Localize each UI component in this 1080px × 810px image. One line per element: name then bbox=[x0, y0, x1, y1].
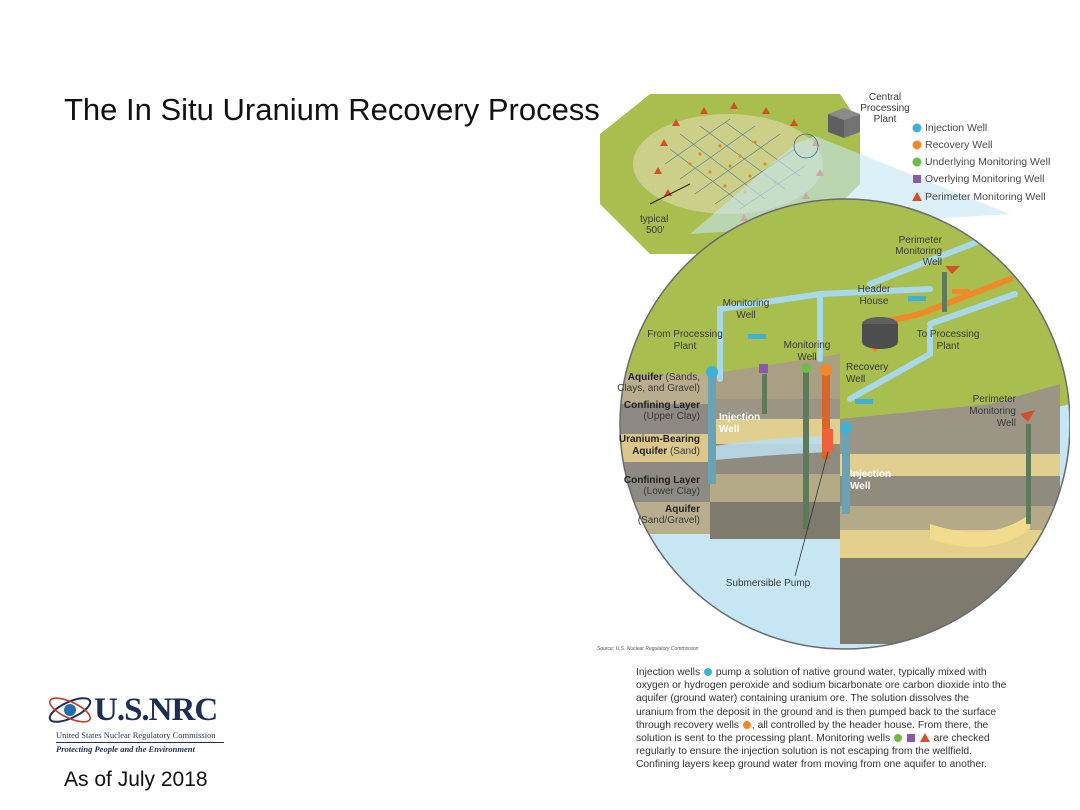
legend-item: Perimeter Monitoring Well bbox=[925, 191, 1046, 203]
zoom-beam bbox=[690, 136, 1010, 234]
logo-tagline: Protecting People and the Environment bbox=[56, 744, 195, 754]
perimeter-top-label-1: Perimeter bbox=[899, 235, 943, 246]
header-house-label-1: Header bbox=[858, 284, 891, 295]
perimeter-top-label-3: Well bbox=[923, 257, 942, 268]
recovery-well-cap bbox=[820, 364, 832, 376]
strata-labels: Aquifer (Sands, Clays, and Gravel) Confi… bbox=[617, 372, 700, 526]
logo-name: U.S.NRC bbox=[94, 692, 218, 728]
from-plant-label-2: Plant bbox=[674, 341, 697, 352]
solution-flow bbox=[715, 436, 830, 460]
cross-section-outline bbox=[619, 198, 1070, 650]
perimeter-top-label-2: Monitoring bbox=[895, 246, 942, 257]
injection-right-label-1: Injection bbox=[850, 469, 891, 480]
caption-part: are checked regularly to ensure the inje… bbox=[636, 733, 990, 771]
layer-label-rest: (Sand) bbox=[667, 446, 700, 457]
caption: Injection wells pump a solution of nativ… bbox=[636, 666, 1008, 772]
to-plant-label-1: To Processing bbox=[917, 329, 980, 340]
central-plant-label-1: Central bbox=[869, 92, 901, 103]
header-house-label-2: House bbox=[860, 296, 889, 307]
perimeter-triangle-icon bbox=[919, 733, 930, 743]
recovery-dot-icon bbox=[742, 720, 751, 729]
layer-label-line2: (Upper Clay) bbox=[643, 411, 700, 422]
monitoring-well-b-label-1: Monitoring bbox=[784, 340, 831, 351]
typical-arrow bbox=[649, 183, 691, 205]
layer-label-line2: Clays, and Gravel) bbox=[617, 383, 700, 394]
layer-label: Aquifer (Sand) bbox=[632, 446, 700, 457]
central-plant-label-2: Processing bbox=[860, 103, 909, 114]
layer-label-rest: (Sands, bbox=[663, 372, 700, 383]
layer-label-bold: Uranium-Bearing bbox=[619, 434, 700, 445]
legend: Injection Well Recovery Well Underlying … bbox=[912, 122, 1050, 203]
header-house bbox=[862, 317, 898, 349]
central-plant-label-3: Plant bbox=[874, 114, 897, 125]
monitoring-well-a-label-1: Monitoring bbox=[723, 298, 770, 309]
legend-injection-icon bbox=[912, 123, 922, 133]
logo-subtitle: United States Nuclear Regulatory Commiss… bbox=[56, 730, 216, 740]
injection-well-cap-right bbox=[840, 422, 852, 434]
from-plant-label-1: From Processing bbox=[647, 329, 723, 340]
isr-diagram: Injection Well Recovery Well Underlying … bbox=[600, 92, 1070, 650]
overlying-well-cap bbox=[759, 364, 768, 373]
legend-item: Recovery Well bbox=[925, 139, 993, 151]
legend-underlying-icon bbox=[912, 157, 922, 167]
nrc-logo: U.S.NRC United States Nuclear Regulatory… bbox=[44, 686, 229, 756]
source-note: Source: U.S. Nuclear Regulatory Commissi… bbox=[597, 646, 699, 652]
monitoring-well-b-label-2: Well bbox=[797, 352, 816, 363]
legend-item: Injection Well bbox=[925, 122, 987, 134]
legend-item: Overlying Monitoring Well bbox=[925, 173, 1044, 185]
legend-overlying-icon bbox=[913, 175, 921, 183]
layer-label-bold: Aquifer bbox=[632, 446, 667, 457]
layer-label: Aquifer (Sands, bbox=[628, 372, 700, 383]
injection-right-label-2: Well bbox=[850, 481, 871, 492]
injection-left-label-2: Well bbox=[719, 424, 740, 435]
overlying-square-icon bbox=[906, 734, 915, 743]
submersible-pump bbox=[823, 429, 833, 451]
typical-label-2: 500' bbox=[646, 225, 665, 236]
perimeter-right-label-3: Well bbox=[997, 418, 1016, 429]
injection-left-label-1: Injection bbox=[719, 412, 760, 423]
perimeter-well-marker-top bbox=[945, 266, 960, 274]
perimeter-well-marker-right bbox=[1020, 410, 1035, 422]
underlying-well-cap bbox=[801, 363, 811, 373]
layer-label-bold: Aquifer bbox=[665, 504, 700, 515]
injection-well-cap-left bbox=[706, 366, 718, 378]
caption-part: Injection wells bbox=[636, 667, 701, 678]
perimeter-right-label-1: Perimeter bbox=[973, 394, 1017, 405]
layer-label-line2: (Sand/Gravel) bbox=[638, 515, 700, 526]
recovery-well-label-2: Well bbox=[846, 374, 865, 385]
legend-recovery-icon bbox=[912, 140, 922, 150]
central-processing-plant bbox=[828, 108, 860, 138]
to-plant-label-2: Plant bbox=[937, 341, 960, 352]
layer-label-bold: Confining Layer bbox=[624, 400, 700, 411]
underlying-dot-icon bbox=[894, 734, 902, 743]
layer-label-bold: Confining Layer bbox=[624, 475, 700, 486]
layer-label-line2: (Lower Clay) bbox=[643, 486, 700, 497]
caption-part: , all controlled by the header house. Fr… bbox=[636, 719, 989, 745]
injection-dot-icon bbox=[703, 668, 712, 676]
layer-label-bold: Aquifer bbox=[628, 372, 663, 383]
atom-emblem-icon bbox=[48, 697, 92, 723]
logo-divider bbox=[56, 742, 224, 743]
legend-perimeter-icon bbox=[912, 192, 922, 201]
perimeter-right-label-2: Monitoring bbox=[969, 406, 1016, 417]
pump-leader-line bbox=[794, 451, 829, 577]
monitoring-well-a-label-2: Well bbox=[736, 310, 755, 321]
submersible-pump-label: Submersible Pump bbox=[726, 578, 811, 589]
caption-part: pump a solution of native ground water, … bbox=[636, 667, 1007, 731]
recovery-well-label-1: Recovery bbox=[846, 362, 888, 373]
well-columns bbox=[708, 272, 1031, 529]
zoom-focus bbox=[793, 133, 819, 159]
legend-item: Underlying Monitoring Well bbox=[925, 156, 1050, 168]
slide-title: The In Situ Uranium Recovery Process bbox=[64, 92, 600, 127]
as-of-date: As of July 2018 bbox=[64, 768, 208, 791]
typical-label-1: typical bbox=[640, 214, 668, 225]
